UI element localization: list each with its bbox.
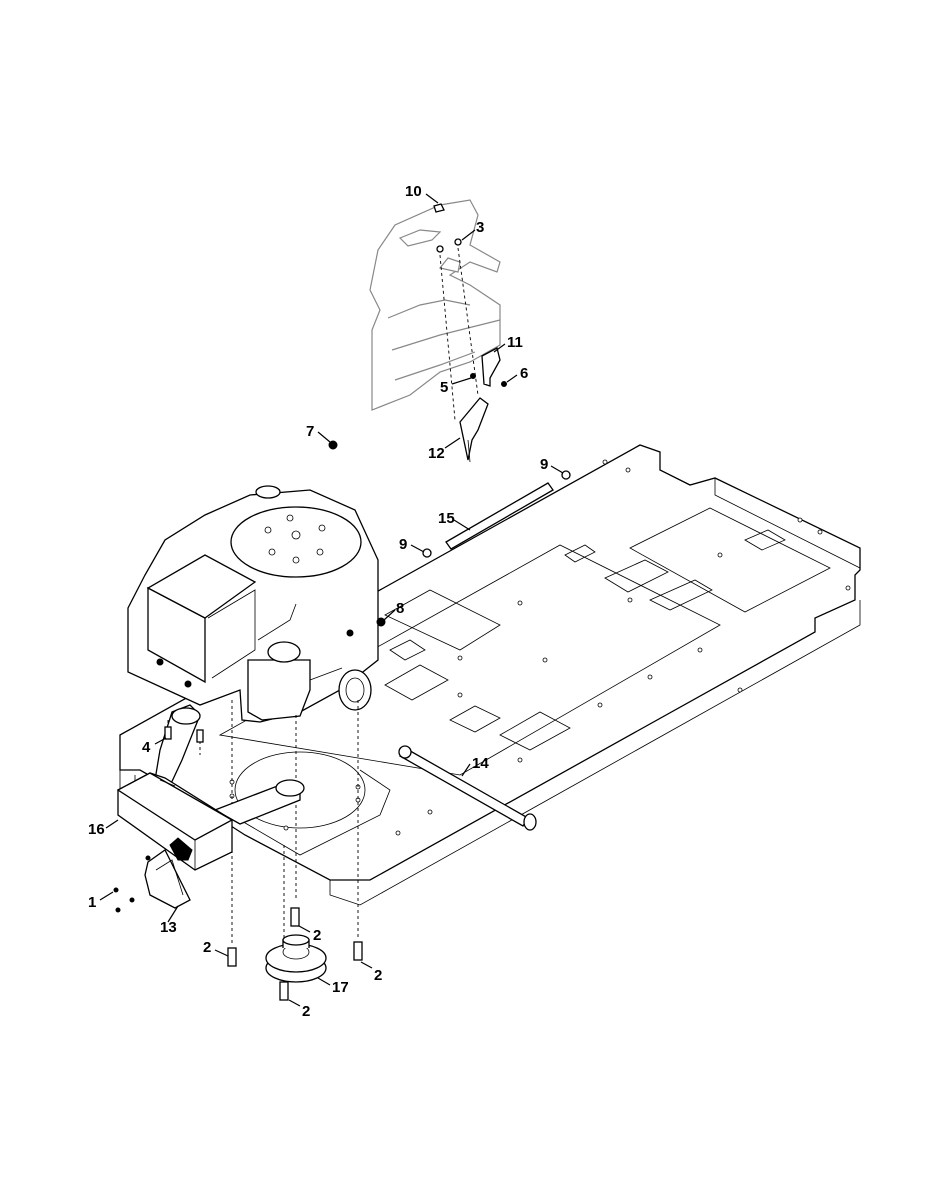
hardware bbox=[164, 440, 571, 1001]
frame-holes bbox=[229, 459, 851, 836]
callout-4: 4 bbox=[142, 739, 151, 756]
callout-8: 8 bbox=[396, 600, 404, 617]
callout-1: 1 bbox=[88, 894, 96, 911]
callout-11: 11 bbox=[507, 334, 523, 351]
callout-2-right: 2 bbox=[374, 967, 382, 984]
engine bbox=[127, 485, 379, 723]
callout-2-bottom: 2 bbox=[302, 1003, 310, 1020]
rod-15 bbox=[445, 482, 554, 550]
callout-7: 7 bbox=[306, 423, 314, 440]
chassis-frame bbox=[119, 444, 861, 906]
callout-10: 10 bbox=[405, 183, 422, 200]
dash-panel bbox=[369, 199, 501, 411]
muffler bbox=[116, 704, 305, 871]
muffler-guard bbox=[113, 837, 193, 913]
callout-2-left: 2 bbox=[203, 939, 211, 956]
callout-16: 16 bbox=[88, 821, 105, 838]
driveshaft-14 bbox=[398, 745, 537, 831]
callout-12: 12 bbox=[428, 445, 445, 462]
pulley-17 bbox=[265, 934, 327, 983]
callout-5: 5 bbox=[440, 379, 448, 396]
callout-17: 17 bbox=[332, 979, 349, 996]
callout-9-upper: 9 bbox=[540, 456, 548, 473]
callout-6: 6 bbox=[520, 365, 528, 382]
callout-15: 15 bbox=[438, 510, 455, 527]
callout-2-mid: 2 bbox=[313, 927, 321, 944]
callout-13: 13 bbox=[160, 919, 177, 936]
throttle-control bbox=[433, 203, 507, 463]
leader-lines bbox=[99, 193, 564, 1007]
callout-labels: 10 3 11 6 5 12 7 9 9 15 8 14 4 16 1 13 2… bbox=[88, 183, 548, 1020]
callout-9-lower: 9 bbox=[399, 536, 407, 553]
callout-14: 14 bbox=[472, 755, 489, 772]
callout-3: 3 bbox=[476, 219, 484, 236]
